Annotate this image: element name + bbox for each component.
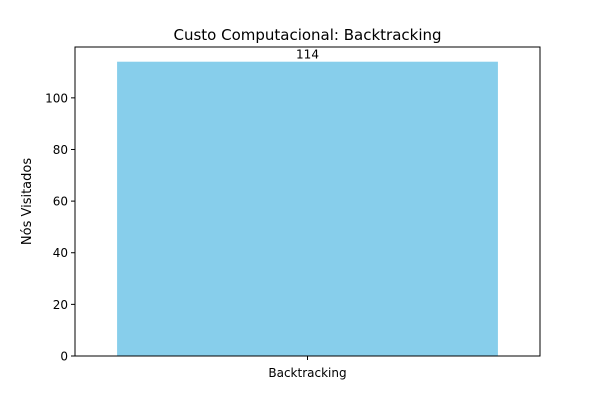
y-tick-label: 40 [53,246,68,260]
y-tick-label: 80 [53,143,68,157]
y-tick-label: 60 [53,195,68,209]
y-tick-label: 0 [60,350,68,364]
bar-backtracking [117,61,498,356]
bar-value-label: 114 [296,48,319,62]
x-axis: Backtracking [268,356,347,380]
bar-labels-group: 114 [296,48,319,62]
y-tick-label: 20 [53,298,68,312]
x-tick-label: Backtracking [268,366,346,380]
chart-title: Custo Computacional: Backtracking [173,26,441,44]
y-tick-label: 100 [45,91,68,105]
bars-group [117,61,498,356]
y-axis: 0 20 40 60 80 100 [45,91,75,364]
y-axis-label: Nós Visitados [20,158,35,245]
